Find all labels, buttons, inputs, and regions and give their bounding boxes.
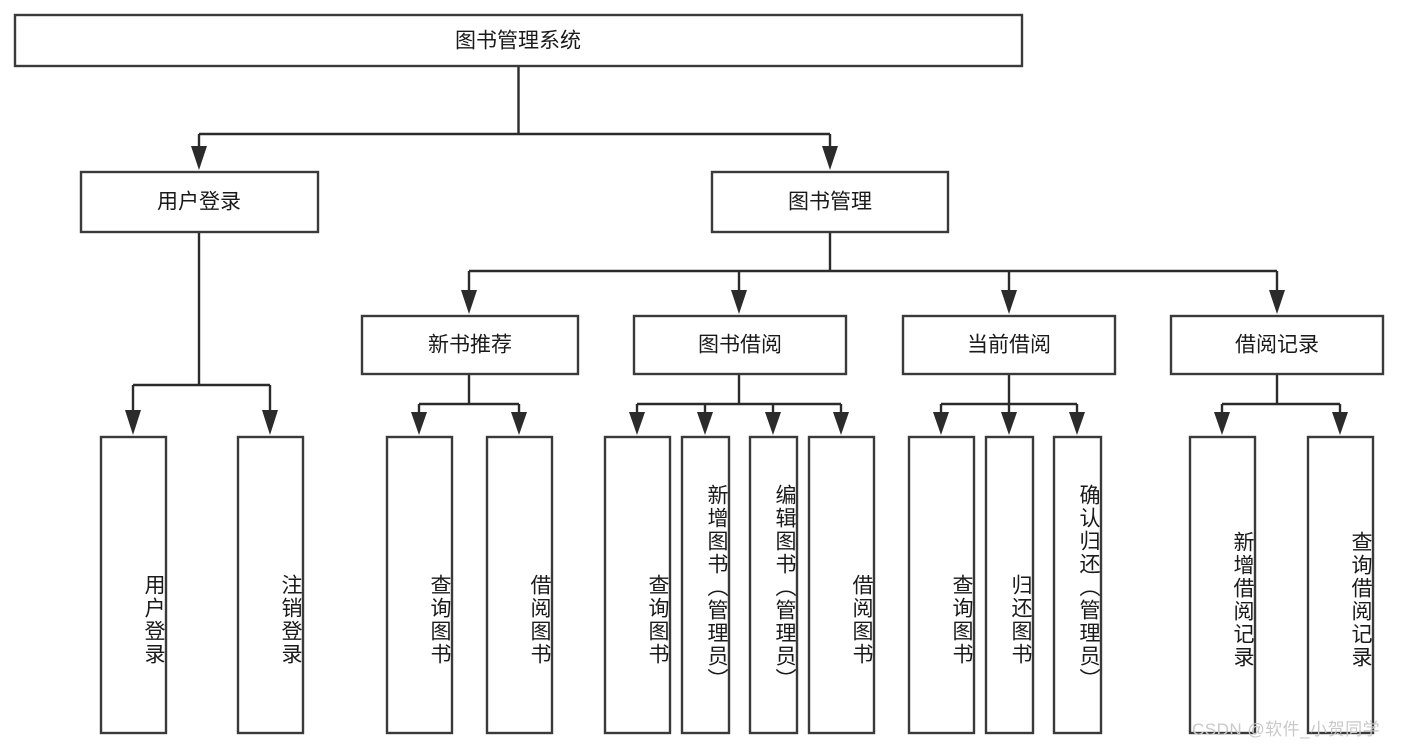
arrow-head-book-borrow [731, 290, 747, 314]
arrow-head-book-manage [822, 146, 838, 170]
arrow-head-leaf-borrow-book-1 [511, 412, 527, 435]
leaf-box-user-login[interactable] [99, 435, 168, 735]
arrow-head-leaf-borrow-book-2 [833, 412, 849, 435]
node-root-label: 图书管理系统 [455, 30, 581, 53]
arrow-head-leaf-add-record [1214, 412, 1230, 435]
node-book-manage[interactable]: 图书管理 [710, 170, 950, 234]
leaf-box-borrow-book-1[interactable] [485, 435, 554, 735]
connector-group-new-book-rec [411, 374, 527, 435]
arrow-head-leaf-user-login [125, 410, 141, 435]
arrow-head-new-book-rec [461, 290, 477, 314]
connector-group-book-borrow [629, 374, 849, 435]
node-new-book-rec-box[interactable] [360, 314, 580, 376]
node-current-borrow[interactable]: 当前借阅 [901, 314, 1117, 376]
leaf-box-borrow-book-2[interactable] [807, 435, 876, 735]
arrow-head-leaf-logout [262, 410, 278, 435]
node-user-login-box[interactable] [79, 170, 320, 234]
node-book-borrow-box[interactable] [632, 314, 848, 376]
connector-group-borrow-record [1214, 374, 1348, 435]
node-user-login[interactable]: 用户登录 [79, 170, 320, 234]
connector-group-root [191, 66, 838, 170]
leaf-box-query-book-2[interactable] [603, 435, 672, 735]
node-user-login-label: 用户登录 [157, 191, 241, 214]
leaf-box-add-record[interactable] [1188, 435, 1257, 735]
node-borrow-record-label: 借阅记录 [1235, 334, 1319, 357]
leaf-box-confirm-return[interactable] [1052, 435, 1103, 735]
csdn-watermark: CSDN @软件_小贺同学 [1192, 720, 1381, 739]
arrow-head-leaf-confirm-return [1069, 412, 1085, 435]
node-current-borrow-label: 当前借阅 [967, 334, 1051, 357]
arrow-head-leaf-return-book [1001, 412, 1017, 435]
arrow-head-leaf-query-book-1 [411, 412, 427, 435]
node-borrow-record-box[interactable] [1169, 314, 1385, 376]
arrow-head-leaf-add-book [697, 412, 713, 435]
node-borrow-record[interactable]: 借阅记录 [1169, 314, 1385, 376]
node-root-box[interactable] [13, 13, 1024, 68]
leaf-box-query-record[interactable] [1306, 435, 1375, 735]
node-book-borrow[interactable]: 图书借阅 [632, 314, 848, 376]
connector-group-user-login [125, 232, 278, 435]
node-book-manage-label: 图书管理 [788, 191, 872, 214]
node-book-manage-box[interactable] [710, 170, 950, 234]
node-current-borrow-box[interactable] [901, 314, 1117, 376]
arrow-head-leaf-query-book-2 [629, 412, 645, 435]
connector-group-current-borrow [933, 374, 1085, 435]
leaf-box-add-book[interactable] [680, 435, 731, 735]
arrow-head-user-login [191, 146, 207, 170]
arrow-head-leaf-query-record [1332, 412, 1348, 435]
node-new-book-rec[interactable]: 新书推荐 [360, 314, 580, 376]
leaf-box-query-book-1[interactable] [385, 435, 454, 735]
node-book-borrow-label: 图书借阅 [698, 334, 782, 357]
arrow-head-leaf-query-book-3 [933, 412, 949, 435]
leaf-box-logout[interactable] [236, 435, 305, 735]
leaf-box-query-book-3[interactable] [907, 435, 976, 735]
leaf-box-edit-book[interactable] [748, 435, 799, 735]
leaf-box-return-book[interactable] [984, 435, 1035, 735]
arrow-head-leaf-edit-book [765, 412, 781, 435]
node-new-book-rec-label: 新书推荐 [428, 334, 512, 357]
node-root[interactable]: 图书管理系统 [13, 13, 1024, 68]
arrow-head-borrow-record [1269, 290, 1285, 314]
connector-group-book-manage [461, 232, 1285, 314]
arrow-head-current-borrow [1001, 290, 1017, 314]
